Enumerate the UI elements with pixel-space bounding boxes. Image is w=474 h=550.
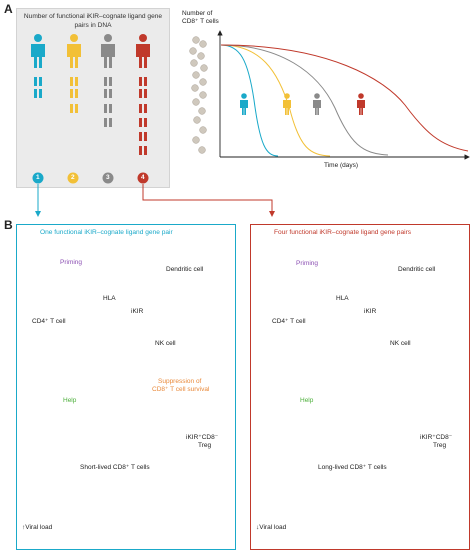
right-ikir-label: iKIR [364,308,377,315]
left-cd8-label: Short-lived CD8⁺ T cells [80,464,150,471]
gene-pair-box-title: Number of functional iKIR–cognate ligand… [23,13,163,29]
right-treg-line1: iKIR⁺CD8⁻ [420,434,453,441]
left-dendritic-label: Dendritic cell [166,266,204,273]
number-label-3: 3 [106,174,110,181]
chart-ylabel-line2: CD8⁺ T cells [182,18,219,25]
left-treg-line2: Treg [198,442,212,449]
number-label-4: 4 [141,174,145,181]
panel-a-letter: A [4,2,13,16]
right-treg-line2: Treg [433,442,447,449]
chart-person-yellow [282,93,291,115]
person-icon-teal [31,34,45,68]
number-circle-1 [32,172,44,184]
person-icon-red [136,34,150,68]
curve-grey [220,44,389,156]
right-cd4-label: CD4⁺ T cell [272,318,306,325]
number-circle-4 [137,172,149,184]
right-priming-label: Priming [296,260,319,267]
right-cd8-label: Long-lived CD8⁺ T cells [318,464,387,471]
right-panel-title: Four functional iKIR–cognate ligand gene… [274,229,412,236]
number-label-2: 2 [71,174,75,181]
left-cd4-label: CD4⁺ T cell [32,318,66,325]
right-dendritic-label: Dendritic cell [398,266,436,273]
left-treg-line1: iKIR⁺CD8⁻ [186,434,219,441]
right-viral-load: ↓Viral load [256,524,287,531]
left-suppression-line2: CD8⁺ T cell survival [152,386,210,393]
chart-person-teal [240,93,248,115]
curve-teal [220,44,279,157]
dna-pair-icons [34,77,147,155]
number-circle-3 [102,172,114,184]
cd8-cells-column [189,36,208,154]
left-help-label: Help [63,397,77,404]
curve-red [220,44,469,152]
left-ikir-label: iKIR [131,308,144,315]
number-label-1: 1 [36,174,40,181]
chart-ylabel-line1: Number of [182,10,213,17]
chart-xlabel: Time (days) [324,162,359,169]
right-panel-box [250,224,470,550]
right-nk-label: NK cell [390,340,411,347]
curve-yellow [220,44,331,157]
chart-person-red [356,93,365,115]
left-nk-label: NK cell [155,340,176,347]
left-panel-title: One functional iKIR–cognate ligand gene … [40,229,173,236]
person-icon-grey [101,34,115,68]
left-suppression-line1: Suppression of [158,378,202,385]
arrow-to-right-panel [142,184,275,217]
person-icon-yellow [67,34,81,68]
left-panel-box [16,224,236,550]
right-help-label: Help [300,397,314,404]
right-hla-label: HLA [336,295,349,302]
number-circle-2 [67,172,79,184]
panel-b-letter: B [4,218,13,232]
left-priming-label: Priming [60,259,83,266]
chart-person-grey [312,93,321,115]
left-hla-label: HLA [103,295,116,302]
left-viral-load: ↑Viral load [22,524,53,531]
